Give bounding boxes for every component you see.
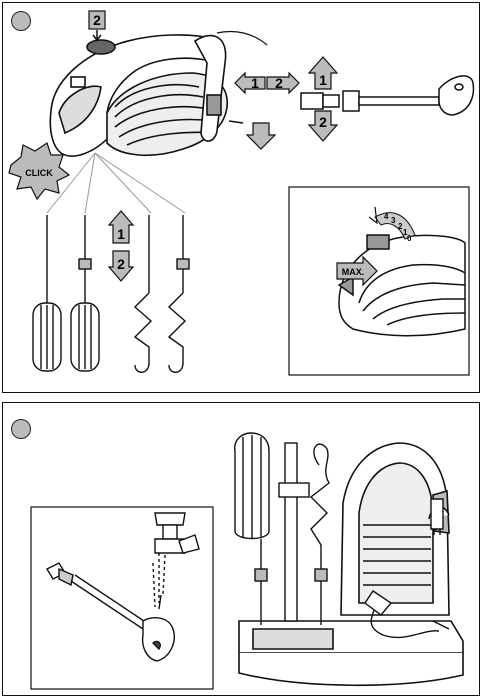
whisk-left xyxy=(33,215,61,371)
click-label: CLICK xyxy=(25,168,53,178)
speed-mark-3: 3 xyxy=(391,216,396,225)
arrow-right-label: 2 xyxy=(275,75,283,91)
dough-hook-right xyxy=(169,215,189,372)
tool-down-label: 2 xyxy=(117,256,125,272)
max-label: MAX. xyxy=(342,267,365,277)
stand-base xyxy=(239,621,463,685)
storage-post xyxy=(279,443,309,621)
figure-panel-1: 2 1 2 1 2 CLICK xyxy=(2,2,480,393)
speed-mark-0: 0 xyxy=(407,234,412,243)
attach-down-label: 2 xyxy=(319,114,327,130)
cord-plug xyxy=(431,499,443,535)
insert-arrows: 1 2 xyxy=(235,73,299,93)
guide-lines xyxy=(47,153,185,213)
figure-panel-2 xyxy=(2,402,480,696)
storage-whisk xyxy=(235,433,269,625)
hand-mixer-illustration xyxy=(50,32,267,157)
attach-up-label: 1 xyxy=(319,72,327,88)
tool-vertical-arrows: 1 2 xyxy=(109,211,133,281)
speed-mark-4: 4 xyxy=(384,212,389,221)
arrow-left-label: 1 xyxy=(251,75,259,91)
whisk-right xyxy=(71,215,99,371)
storage-dough-hook xyxy=(311,444,329,625)
tool-up-label: 1 xyxy=(117,226,125,242)
dough-hook-left xyxy=(135,215,151,372)
step-2-badge: 2 xyxy=(89,11,105,40)
wall-mount-inset-frame xyxy=(31,507,213,689)
eject-arrow xyxy=(247,123,275,149)
figure-1-drawing: 2 1 2 1 2 CLICK xyxy=(3,3,481,394)
step-2-label: 2 xyxy=(93,12,101,28)
figure-2-drawing xyxy=(3,403,481,697)
